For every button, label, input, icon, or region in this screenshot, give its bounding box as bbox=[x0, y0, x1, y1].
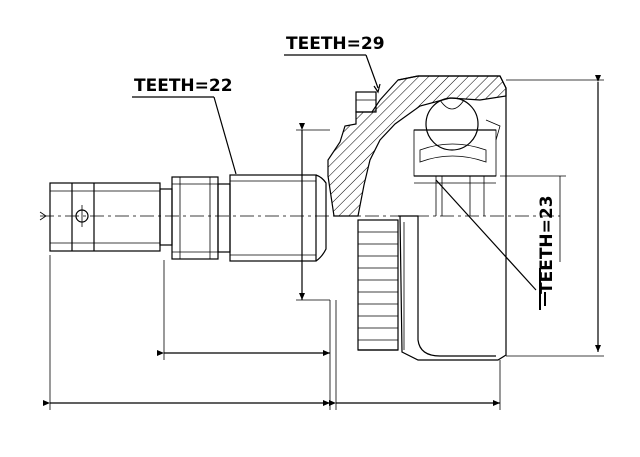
teeth-23-marker bbox=[539, 292, 546, 306]
label-leaders bbox=[132, 54, 541, 310]
teeth-29-label: TEETH=29 bbox=[286, 34, 385, 54]
dimension-lines bbox=[43, 75, 604, 410]
abs-tone-ring bbox=[357, 219, 399, 351]
inner-race bbox=[413, 97, 501, 216]
teeth-23-label: TEETH=23 bbox=[537, 195, 557, 294]
shaft-neck bbox=[159, 188, 173, 246]
outer-shaft-end bbox=[39, 182, 161, 252]
spline-section bbox=[171, 174, 327, 262]
teeth-22-label: TEETH=22 bbox=[134, 76, 233, 96]
joint-housing bbox=[327, 75, 507, 361]
